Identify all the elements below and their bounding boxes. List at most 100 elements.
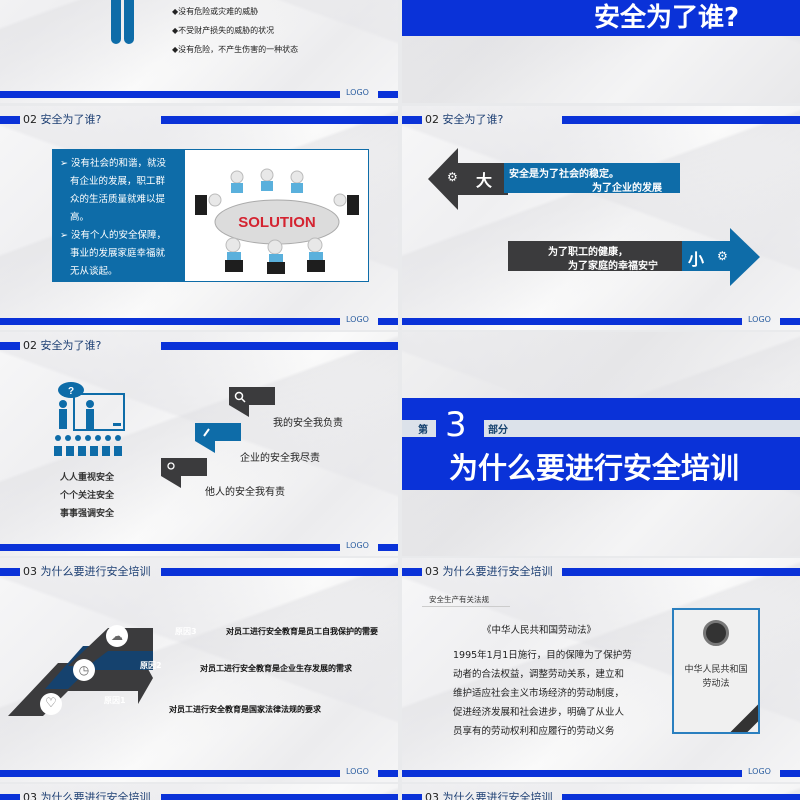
header-title: 安全为了谁? [40, 339, 102, 352]
section-title: 安全为了谁? [594, 3, 740, 33]
law-title: 《中华人民共和国劳动法》 [482, 625, 597, 636]
point-line: ➢ 没有社会的和谐，就没 [60, 158, 166, 169]
slide-thumbnail-7[interactable]: 03 为什么要进行安全培训 ♡ ◷ ☁ 原因3 原因2 原因1 对员工进行安全教… [0, 558, 398, 782]
slide-thumbnail-9[interactable]: 03 为什么要进行安全培训 [0, 784, 398, 800]
slide-header: 03 为什么要进行安全培训 [0, 565, 398, 579]
header-number: 03 [23, 791, 37, 800]
svg-text:SOLUTION: SOLUTION [238, 214, 316, 231]
header-title: 为什么要进行安全培训 [40, 565, 151, 578]
slide-footer: LOGO [0, 315, 398, 326]
logo-text: LOGO [346, 767, 369, 776]
reason-3-text: 对员工进行安全教育是员工自我保护的需要 [226, 627, 378, 636]
header-title: 安全为了谁? [40, 113, 102, 126]
body-line-4: 促进经济发展和社会进步，明确了从业人 [453, 707, 625, 718]
title-band [402, 0, 800, 36]
header-title: 为什么要进行安全培训 [442, 565, 553, 578]
book-title-2: 劳动法 [702, 679, 730, 689]
reason-2-text: 对员工进行安全教育是企业生存发展的需求 [200, 664, 352, 673]
left-line-3: 事事强调安全 [60, 509, 115, 519]
body-line-3: 维护适应社会主义市场经济的劳动制度， [453, 688, 625, 699]
point-line: 事业的发展家庭幸福就 [70, 248, 166, 259]
slide-header: 02 安全为了谁? [402, 113, 800, 127]
svg-text:?: ? [68, 386, 74, 397]
slide-thumbnail-2[interactable]: 安全为了谁? [402, 0, 800, 103]
slide-header: 03 为什么要进行安全培训 [402, 791, 800, 800]
meeting-image: SOLUTION [184, 149, 369, 282]
bullet-3: ◆没有危险，不产生伤害的一种状态 [172, 45, 299, 54]
small-line-1: 为了职工的健康， [548, 247, 628, 258]
item-1: 我的安全我负责 [273, 418, 343, 429]
slide-thumbnail-6[interactable]: 第 3 部分 为什么要进行安全培训 [402, 332, 800, 556]
gear-icon: ⚙ [717, 249, 728, 263]
header-number: 02 [425, 113, 439, 126]
pencil-bubble [195, 423, 241, 453]
header-number: 02 [23, 113, 37, 126]
big-line-2: 为了企业的发展 [592, 183, 662, 194]
slide-thumbnail-3[interactable]: 02 安全为了谁? ➢ 没有社会的和谐，就没 有企业的发展，职工群 众的生活质量… [0, 106, 398, 330]
slide-header: 02 安全为了谁? [0, 113, 398, 127]
classroom-icon: ? [54, 382, 125, 456]
header-title: 安全为了谁? [442, 113, 504, 126]
national-emblem-icon [703, 620, 729, 646]
body-line-2: 动者的合法权益，调整劳动关系，建立和 [453, 669, 625, 680]
body-line-5: 员享有的劳动权利和应履行的劳动义务 [453, 726, 615, 737]
meeting-table-illustration: SOLUTION [195, 168, 359, 274]
part-suffix: 部分 [488, 425, 508, 436]
book-corner-band [726, 687, 758, 732]
left-arrow-shape [428, 148, 508, 210]
point-line: ➢ 没有个人的安全保障， [60, 230, 166, 241]
search-bubble [229, 387, 275, 417]
part-prefix: 第 [418, 425, 428, 436]
slide-thumbnail-5[interactable]: 02 安全为了谁? ? 人人重视安全 个个关注安全 事事强调安全 我的安全我负责… [0, 332, 398, 556]
small-label: 小 [688, 250, 705, 269]
clock-icon: ◷ [73, 659, 95, 681]
bulb-bubble [161, 458, 207, 488]
slide-thumbnail-8[interactable]: 03 为什么要进行安全培训 安全生产有关法规 《中华人民共和国劳动法》 1995… [402, 558, 800, 782]
point-line: 无从谈起。 [70, 266, 118, 277]
part-number: 3 [445, 405, 467, 445]
logo-text: LOGO [346, 88, 369, 97]
cloud-icon: ☁ [106, 625, 128, 647]
slide-header: 03 为什么要进行安全培训 [0, 791, 398, 800]
point-line: 有企业的发展，职工群 [70, 176, 166, 187]
slide-footer: LOGO [0, 541, 398, 552]
title-band [402, 398, 800, 490]
small-line-2: 为了家庭的幸福安宁 [568, 261, 658, 272]
logo-text: LOGO [748, 767, 771, 776]
part-left-tag [402, 420, 436, 437]
law-book-cover: 中华人民共和国 劳动法 [672, 608, 760, 734]
right-arrow-shape [682, 228, 760, 286]
reason-1-text: 对员工进行安全教育是国家法律法规的要求 [169, 705, 321, 714]
header-title: 为什么要进行安全培训 [442, 791, 553, 800]
reason-1-label: 原因1 [104, 696, 126, 705]
reason-3-label: 原因3 [175, 627, 197, 636]
bullet-1: ◆没有危险或灾难的威胁 [172, 7, 259, 16]
header-number: 03 [425, 565, 439, 578]
header-number: 03 [425, 791, 439, 800]
subtitle-underline [422, 606, 510, 607]
slide-thumbnail-1[interactable]: ◆没有危险或灾难的威胁 ◆不受财产损失的威胁的状况 ◆没有危险，不产生伤害的一种… [0, 0, 398, 103]
header-title: 为什么要进行安全培训 [40, 791, 151, 800]
slide-header: 02 安全为了谁? [0, 339, 398, 353]
item-2: 企业的安全我尽责 [240, 453, 320, 464]
slide-thumbnail-10[interactable]: 03 为什么要进行安全培训 [402, 784, 800, 800]
slide-thumbnail-4[interactable]: 02 安全为了谁? ⚙ 大 安全是为了社会的稳定。 为了企业的发展 为了职工的健… [402, 106, 800, 330]
slide-header: 03 为什么要进行安全培训 [402, 565, 800, 579]
item-3: 他人的安全我有责 [205, 487, 285, 498]
header-number: 02 [23, 339, 37, 352]
logo-text: LOGO [346, 315, 369, 324]
person-figure-icon [111, 0, 135, 44]
big-label: 大 [476, 171, 493, 190]
part-right-tag [484, 420, 800, 437]
reason-2-label: 原因2 [140, 661, 162, 670]
logo-text: LOGO [346, 541, 369, 550]
section-title: 为什么要进行安全培训 [449, 451, 740, 485]
text-panel: ➢ 没有社会的和谐，就没 有企业的发展，职工群 众的生活质量就难以提 高。 ➢ … [52, 149, 184, 282]
big-text-bar [504, 163, 680, 193]
gear-icon: ⚙ [447, 170, 458, 184]
point-line: 高。 [70, 212, 90, 223]
slide-footer: LOGO [402, 767, 800, 778]
slide-footer: LOGO [402, 315, 800, 326]
logo-text: LOGO [748, 315, 771, 324]
